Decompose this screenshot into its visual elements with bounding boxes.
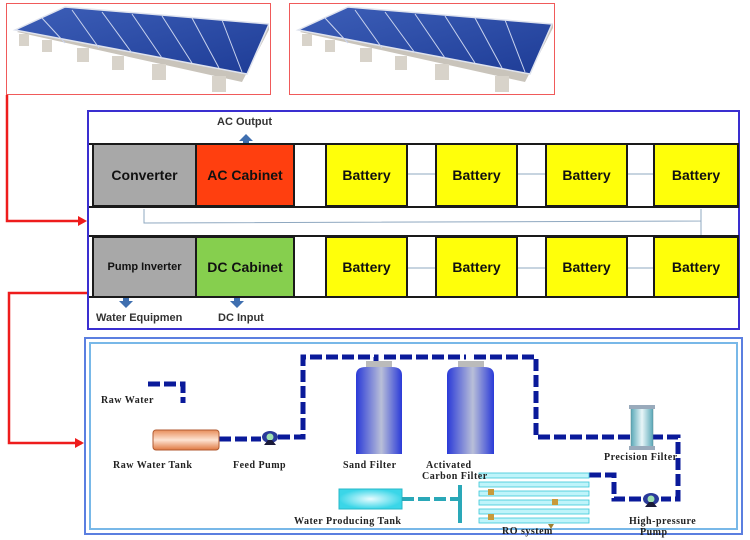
- battery-label: Battery: [562, 259, 611, 275]
- solar-panel-frame-1: [6, 3, 271, 95]
- flow-arrow-control-to-water: [7, 291, 87, 445]
- high-pressure-label: High-pressure: [629, 516, 697, 527]
- battery-top-3: Battery: [545, 143, 628, 207]
- sand-filter-label: Sand Filter: [343, 460, 397, 471]
- ac-output-arrow-icon: [239, 134, 253, 146]
- carbon-filter-label: Carbon Filter: [422, 471, 488, 482]
- flow-arrow-solar-to-control: [5, 95, 84, 223]
- battery-top-1: Battery: [325, 143, 408, 207]
- precision-filter-label: Precision Filter: [604, 452, 678, 463]
- raw-water-tank-label: Raw Water Tank: [113, 460, 193, 471]
- battery-label: Battery: [342, 259, 391, 275]
- converter-box: Converter: [92, 143, 197, 207]
- battery-bottom-2: Battery: [435, 236, 518, 298]
- battery-bottom-1: Battery: [325, 236, 408, 298]
- ac-cabinet-box: AC Cabinet: [195, 143, 295, 207]
- dc-input-arrow-icon: [230, 295, 244, 308]
- converter-label: Converter: [111, 167, 178, 183]
- pump-inverter-label: Pump Inverter: [107, 261, 182, 273]
- carbon-to-precision-pipe: [474, 354, 631, 440]
- dc-input-label: DC Input: [218, 312, 264, 324]
- raw-water-label: Raw Water: [101, 395, 154, 406]
- battery-top-4: Battery: [653, 143, 739, 207]
- water-producing-tank-icon: [338, 488, 403, 510]
- battery-label: Battery: [452, 259, 501, 275]
- water-equipment-label: Water Equipmen: [96, 312, 183, 324]
- water-treatment-panel: Raw Water Raw Water Tank Feed Pump Sand …: [84, 337, 743, 538]
- precision-filter-icon: [629, 405, 655, 450]
- raw-water-inlet-pipe: [148, 381, 186, 403]
- solar-panel-image-1: [12, 6, 269, 92]
- hp-pump-to-ro-pipe: [586, 472, 641, 502]
- water-equipment-arrow-icon: [119, 295, 133, 308]
- power-control-panel: AC Output Converter AC Cabinet Pump Inve…: [87, 110, 740, 330]
- pump-to-sand-filter-pipe: [278, 354, 379, 440]
- arrowhead-control: [78, 216, 87, 226]
- battery-top-2: Battery: [435, 143, 518, 207]
- precision-to-hp-pump-pipe: [651, 434, 681, 502]
- arrowhead-water: [75, 438, 84, 448]
- raw-water-tank-icon: [152, 429, 220, 451]
- dc-cabinet-box: DC Cabinet: [195, 236, 295, 298]
- feed-pump-icon: [262, 431, 278, 445]
- ac-output-label: AC Output: [217, 116, 272, 128]
- ac-cabinet-label: AC Cabinet: [207, 167, 283, 183]
- solar-panel-frame-2: [289, 3, 555, 95]
- battery-bottom-4: Battery: [653, 236, 739, 298]
- activated-label: Activated: [426, 460, 472, 471]
- battery-bottom-3: Battery: [545, 236, 628, 298]
- ro-system-label: RO system: [502, 526, 553, 537]
- battery-label: Battery: [671, 167, 721, 183]
- ro-system-icon: [458, 472, 590, 529]
- feed-pump-label: Feed Pump: [233, 460, 287, 471]
- sand-filter-icon: [356, 361, 402, 454]
- activated-carbon-filter-icon: [447, 361, 494, 454]
- high-pressure-pump-icon: [643, 493, 659, 507]
- battery-label: Battery: [562, 167, 611, 183]
- water-producing-tank-label: Water Producing Tank: [294, 516, 402, 527]
- battery-label: Battery: [342, 167, 391, 183]
- water-process-diagram: [148, 354, 681, 529]
- battery-label: Battery: [671, 259, 721, 275]
- pump-label: Pump: [640, 527, 668, 538]
- pump-inverter-box: Pump Inverter: [92, 236, 197, 298]
- battery-label: Battery: [452, 167, 501, 183]
- solar-panel-image-2: [295, 6, 553, 92]
- dc-cabinet-label: DC Cabinet: [207, 259, 283, 275]
